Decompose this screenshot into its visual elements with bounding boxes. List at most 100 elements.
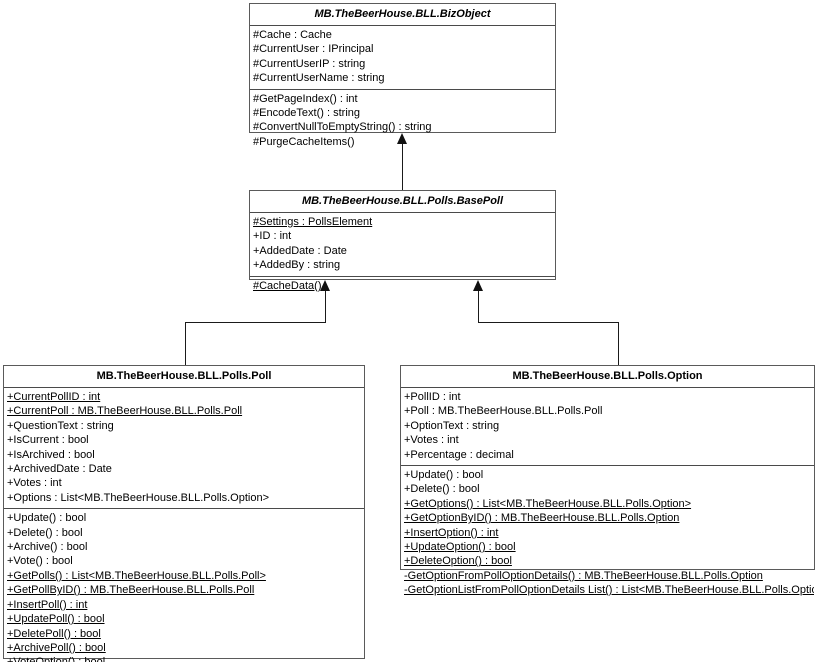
attributes-compartment-basepoll: #Settings : PollsElement +ID : int+AddedD… [250, 213, 555, 277]
generalization-poll-basepoll-vline-bottom [185, 322, 186, 365]
operations-row: +InsertOption() : int [401, 526, 814, 540]
generalization-basepoll-bizobject-line [402, 144, 403, 190]
attributes-row: +IsArchived : bool [4, 448, 364, 462]
operations-row: +Delete() : bool [401, 482, 814, 496]
operations-text: #GetPageIndex() : int [253, 92, 358, 105]
attributes-text: +OptionText : string [404, 419, 500, 432]
operations-text: +Delete() : bool [7, 526, 83, 539]
operations-row: +Archive() : bool [4, 540, 364, 554]
attributes-text: +Percentage : decimal [404, 448, 514, 461]
operations-text: #EncodeText() : string [253, 107, 360, 120]
operations-row: +GetPollByID() : MB.TheBeerHouse.BLL.Pol… [4, 583, 364, 597]
generalization-option-basepoll-vline-top [478, 291, 479, 323]
operations-row: +DeleteOption() : bool [401, 554, 814, 568]
operations-text: +GetOptions() : List<MB.TheBeerHouse.BLL… [404, 497, 692, 510]
operations-text: +Archive() : bool [7, 541, 88, 554]
operations-text: +InsertOption() : int [404, 526, 499, 539]
attributes-row: +Options : List<MB.TheBeerHouse.BLL.Poll… [4, 491, 364, 505]
class-box-bizobject[interactable]: MB.TheBeerHouse.BLL.BizObject #Cache : C… [249, 3, 556, 148]
attributes-row: +IsCurrent : bool [4, 433, 364, 447]
attributes-row: #CurrentUserName : string [250, 71, 555, 85]
operations-row: +InsertPoll() : int [4, 598, 364, 612]
operations-text: +GetPollByID() : MB.TheBeerHouse.BLL.Pol… [7, 584, 255, 597]
operations-row: +GetPolls() : List<MB.TheBeerHouse.BLL.P… [4, 569, 364, 583]
operations-row: +ArchivePoll() : bool [4, 641, 364, 655]
operations-text: #ConvertNullToEmptyString() : string [253, 121, 432, 134]
operations-row: -GetOptionListFromPollOptionDetails List… [401, 583, 814, 597]
class-title-bizobject: MB.TheBeerHouse.BLL.BizObject [250, 4, 555, 26]
generalization-poll-basepoll-arrowhead [320, 280, 330, 291]
attributes-row: #Settings : PollsElement [250, 215, 555, 229]
attributes-text: +Options : List<MB.TheBeerHouse.BLL.Poll… [7, 491, 270, 504]
attributes-text: +Poll : MB.TheBeerHouse.BLL.Polls.Poll [404, 405, 603, 418]
attributes-text: #CurrentUserName : string [253, 72, 385, 85]
attributes-row: +Votes : int [401, 433, 814, 447]
attributes-text: +IsArchived : bool [7, 448, 95, 461]
generalization-basepoll-bizobject-arrowhead [397, 133, 407, 144]
attributes-text: +Votes : int [7, 477, 62, 490]
attributes-row: +OptionText : string [401, 419, 814, 433]
class-title-poll: MB.TheBeerHouse.BLL.Polls.Poll [4, 366, 364, 388]
operations-text: +ArchivePoll() : bool [7, 641, 106, 654]
attributes-text: #CurrentUserIP : string [253, 57, 366, 70]
operations-text: +Delete() : bool [404, 483, 480, 496]
attributes-row: +CurrentPollID : int [4, 390, 364, 404]
operations-row: -GetOptionFromPollOptionDetails() : MB.T… [401, 569, 814, 583]
attributes-row: +AddedDate : Date [250, 244, 555, 258]
attributes-row: #Cache : Cache [250, 28, 555, 42]
operations-row: +Update() : bool [4, 511, 364, 525]
operations-row: +VoteOption() : bool [4, 655, 364, 662]
operations-row: +GetOptionByID() : MB.TheBeerHouse.BLL.P… [401, 511, 814, 525]
operations-text: +UpdatePoll() : bool [7, 613, 105, 626]
operations-text: #CacheData() [253, 279, 322, 292]
operations-row: #CacheData() [250, 279, 555, 293]
class-title-option: MB.TheBeerHouse.BLL.Polls.Option [401, 366, 814, 388]
generalization-option-basepoll-vline-bottom [618, 322, 619, 365]
attributes-row: +Votes : int [4, 476, 364, 490]
attributes-text: +AddedBy : string [253, 259, 341, 272]
operations-row: +Vote() : bool [4, 554, 364, 568]
operations-text: +Vote() : bool [7, 555, 73, 568]
operations-row: #EncodeText() : string [250, 106, 555, 120]
operations-text: -GetOptionListFromPollOptionDetails List… [404, 584, 814, 597]
class-box-poll[interactable]: MB.TheBeerHouse.BLL.Polls.Poll +CurrentP… [3, 365, 365, 662]
operations-text: +DeletePoll() : bool [7, 627, 101, 640]
attributes-text: +AddedDate : Date [253, 244, 347, 257]
operations-compartment-bizobject: #GetPageIndex() : int #EncodeText() : str… [250, 90, 555, 153]
attributes-row: #CurrentUserIP : string [250, 57, 555, 71]
attributes-row: +Percentage : decimal [401, 448, 814, 462]
operations-compartment-basepoll: #CacheData() [250, 277, 555, 296]
operations-row: #ConvertNullToEmptyString() : string [250, 120, 555, 134]
operations-row: #PurgeCacheItems() [250, 135, 555, 149]
attributes-text: +QuestionText : string [7, 419, 114, 432]
class-box-option[interactable]: MB.TheBeerHouse.BLL.Polls.Option +PollID… [400, 365, 815, 596]
operations-text: +VoteOption() : bool [7, 656, 105, 662]
attributes-text: #CurrentUser : IPrincipal [253, 43, 374, 56]
operations-text: +InsertPoll() : int [7, 598, 88, 611]
operations-row: #GetPageIndex() : int [250, 92, 555, 106]
attributes-row: +ArchivedDate : Date [4, 462, 364, 476]
attributes-row: +PollID : int [401, 390, 814, 404]
attributes-text: +Votes : int [404, 434, 459, 447]
class-title-basepoll: MB.TheBeerHouse.BLL.Polls.BasePoll [250, 191, 555, 213]
class-box-basepoll[interactable]: MB.TheBeerHouse.BLL.Polls.BasePoll #Sett… [249, 190, 556, 292]
generalization-option-basepoll-hline [478, 322, 619, 323]
generalization-poll-basepoll-hline [185, 322, 326, 323]
attributes-compartment-bizobject: #Cache : Cache#CurrentUser : IPrincipal#… [250, 26, 555, 90]
operations-text: +GetPolls() : List<MB.TheBeerHouse.BLL.P… [7, 569, 266, 582]
operations-text: +DeleteOption() : bool [404, 555, 512, 568]
attributes-text: +IsCurrent : bool [7, 434, 89, 447]
attributes-text: #Settings : PollsElement [253, 216, 373, 228]
generalization-option-basepoll-arrowhead [473, 280, 483, 291]
operations-row: +Update() : bool [401, 468, 814, 482]
attributes-text: +ID : int [253, 230, 292, 243]
operations-text: +Update() : bool [7, 512, 87, 525]
operations-row: +UpdateOption() : bool [401, 540, 814, 554]
attributes-row: #CurrentUser : IPrincipal [250, 42, 555, 56]
attributes-text: +ArchivedDate : Date [7, 463, 112, 476]
operations-text: #PurgeCacheItems() [253, 135, 355, 148]
operations-text: +Update() : bool [404, 469, 484, 482]
attributes-text: #Cache : Cache [253, 29, 332, 41]
attributes-row: +ID : int [250, 229, 555, 243]
